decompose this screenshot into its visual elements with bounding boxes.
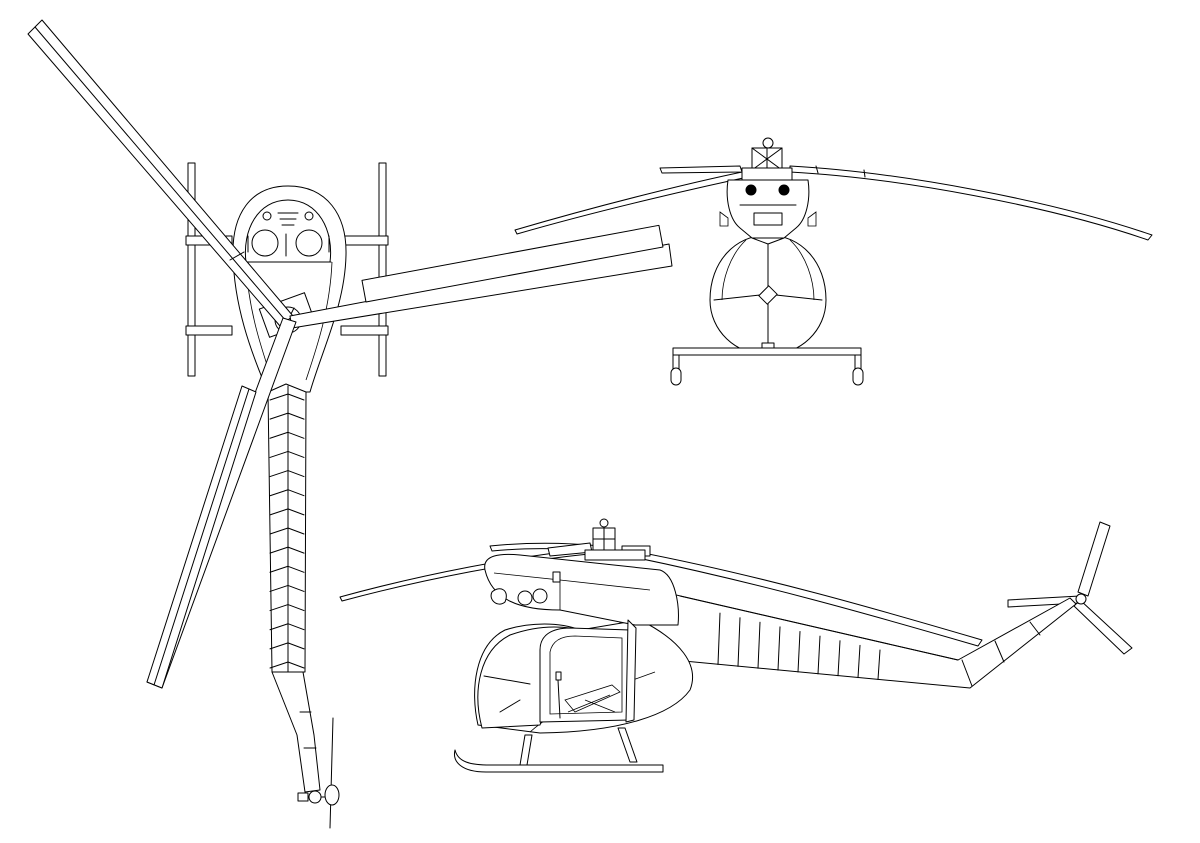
top-view-tail-boom	[267, 383, 321, 793]
front-view-rotor-mast	[741, 137, 793, 181]
boom-segment-line	[857, 644, 861, 679]
front-view-fuselage	[709, 179, 827, 356]
side-view	[339, 518, 1133, 773]
instrument-dial-right	[295, 229, 323, 257]
side-view-rotor-mast	[584, 518, 651, 561]
front-view-skids	[670, 347, 864, 386]
side-view-skids	[453, 727, 664, 773]
boom-segment-line	[717, 612, 721, 665]
top-view-main-rotor	[27, 19, 673, 689]
boom-segment-line	[777, 626, 781, 671]
side-view-tail-rotor	[1007, 521, 1133, 655]
top-view-tail-rotor	[297, 717, 340, 829]
boom-segment-line	[817, 635, 821, 675]
top-view	[27, 19, 673, 829]
side-view-boom-segments	[717, 612, 881, 681]
boom-segment-line	[837, 640, 841, 677]
top-view-boom-segments	[269, 385, 305, 673]
side-view-fuselage	[474, 553, 694, 734]
boom-segment-line	[737, 617, 741, 667]
boom-segment-line	[797, 631, 801, 673]
front-view	[514, 137, 1153, 386]
front-view-light-left	[745, 184, 757, 196]
boom-segment-line	[757, 621, 761, 669]
front-view-light-right	[778, 184, 790, 196]
front-view-main-rotor	[514, 165, 1153, 241]
boom-segment-line	[877, 649, 881, 681]
instrument-dial-left	[251, 229, 279, 257]
